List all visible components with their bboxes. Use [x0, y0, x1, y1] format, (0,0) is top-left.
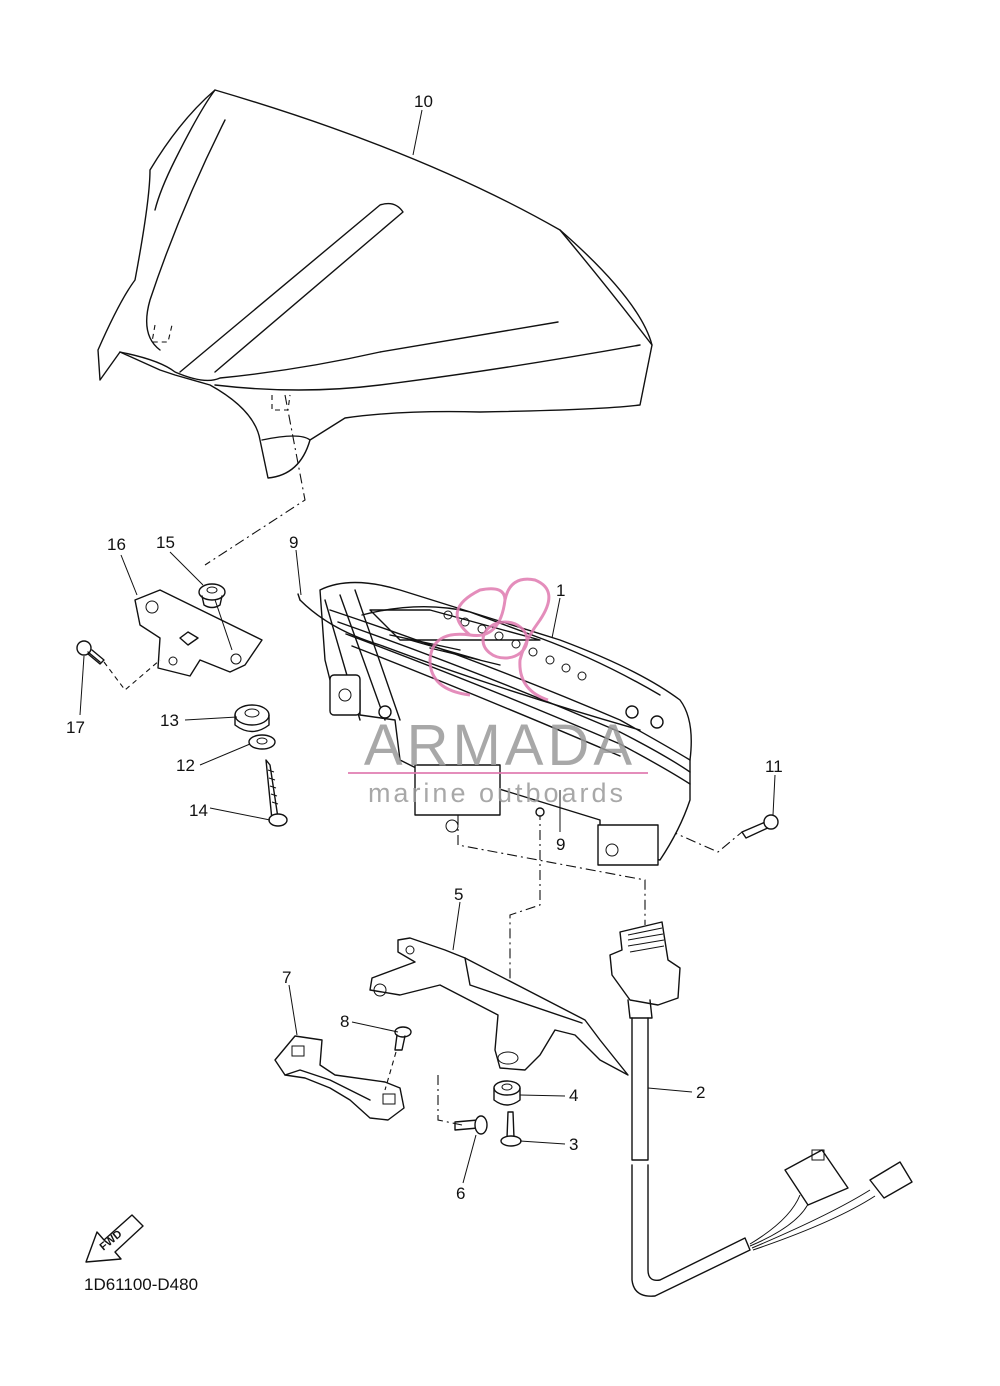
- callout-3: 3: [569, 1135, 578, 1154]
- part-5-bracket: [369, 937, 629, 1076]
- callout-5: 5: [454, 885, 463, 904]
- callout-16: 16: [107, 535, 126, 554]
- part-17-screw: [76, 640, 161, 691]
- fwd-arrow-icon: FWD: [85, 1214, 144, 1263]
- watermark-logo-icon: [428, 577, 551, 702]
- indicator-lamps: [443, 610, 587, 681]
- part-16-bracket: [134, 584, 263, 677]
- part-11-screw: [741, 814, 779, 839]
- callout-1: 1: [556, 581, 565, 600]
- callout-12: 12: [176, 756, 195, 775]
- diagram-code: 1D61100-D480: [84, 1275, 198, 1294]
- part-1-meter-assembly: [297, 581, 692, 866]
- part-2-harness: [609, 921, 913, 1297]
- callout-14: 14: [189, 801, 208, 820]
- part-8-screw: [384, 1026, 412, 1091]
- part-3-screw: [500, 1111, 522, 1147]
- part-10-windshield: [97, 89, 653, 479]
- watermark-brand: ARMADA: [364, 713, 636, 778]
- part-4-grommet: [493, 1080, 521, 1106]
- callout-6: 6: [456, 1184, 465, 1203]
- callouts: 10 1 9 9 11 16 15 17 13 12 14 5 7 8 2 4 …: [66, 92, 783, 1203]
- part-12-washer: [248, 734, 276, 750]
- part-14-screw: [265, 759, 288, 827]
- part-13-grommet: [234, 704, 270, 733]
- callout-15: 15: [156, 533, 175, 552]
- callout-13: 13: [160, 711, 179, 730]
- callout-9-top: 9: [289, 533, 298, 552]
- callout-10: 10: [414, 92, 433, 111]
- callout-9-bottom: 9: [556, 835, 565, 854]
- callout-8: 8: [340, 1012, 349, 1031]
- part-6-bolt: [454, 1115, 488, 1135]
- callout-4: 4: [569, 1086, 578, 1105]
- part-15-collar: [198, 583, 226, 609]
- callout-11: 11: [765, 757, 783, 776]
- watermark-underline: [348, 772, 648, 774]
- callout-17: 17: [66, 718, 85, 737]
- callout-2: 2: [696, 1083, 705, 1102]
- watermark: ARMADA marine outboards: [348, 577, 648, 808]
- callout-7: 7: [282, 968, 291, 987]
- part-7-holder: [274, 1035, 405, 1121]
- watermark-tagline: marine outboards: [368, 778, 626, 808]
- callout-leaders: [79, 109, 776, 1184]
